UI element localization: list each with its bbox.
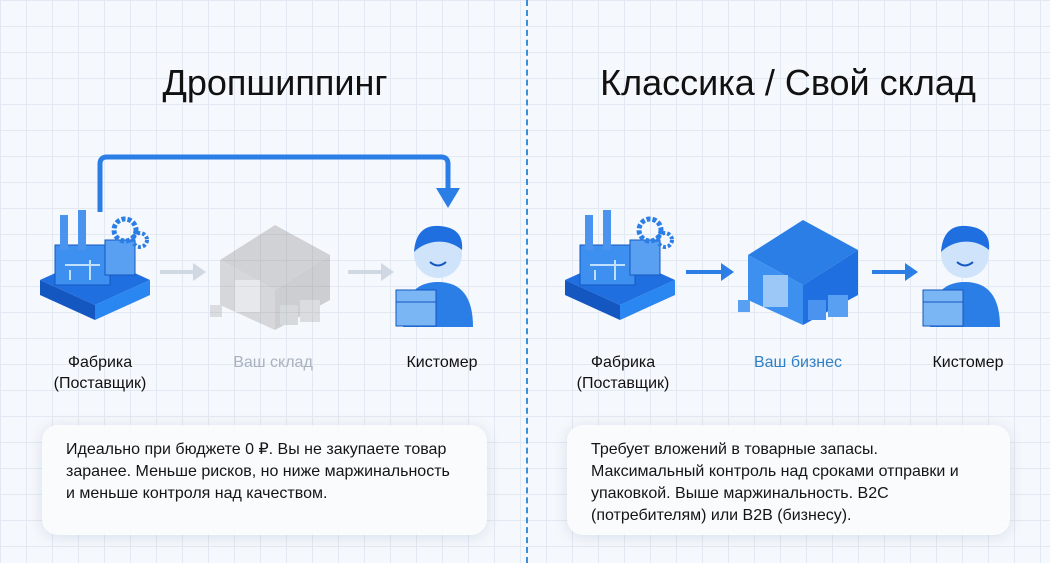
factory-label-line1: Фабрика <box>590 354 656 371</box>
dropshipping-title: Дропшиппинг <box>162 62 388 103</box>
business-label: Ваш бизнес <box>753 354 843 371</box>
warehouse-label: Ваш склад <box>233 354 313 371</box>
dropshipping-description: Идеально при бюджете 0 ₽. Вы не закупает… <box>42 425 487 535</box>
arrow-right-icon <box>160 263 206 281</box>
factory-label: Фабрика (Поставщик) <box>30 352 170 394</box>
customer-icon <box>395 224 474 328</box>
factory-label-line1: Фабрика <box>67 354 133 371</box>
classic-title: Классика / Свой склад <box>600 62 976 103</box>
section-divider <box>526 0 528 563</box>
warehouse-icon <box>738 220 858 325</box>
factory-icon <box>30 210 160 325</box>
factory-label-line2: (Поставщик) <box>53 375 147 392</box>
direct-delivery-arrow <box>97 154 460 212</box>
warehouse-ghost-icon <box>210 225 330 330</box>
customer-label: Кистомер <box>406 354 478 371</box>
arrow-right-icon <box>686 263 734 281</box>
classic-description: Требует вложений в товарные запасы. Макс… <box>567 425 1010 535</box>
arrow-right-icon <box>872 263 918 281</box>
customer-icon <box>922 224 1001 328</box>
factory-icon <box>555 210 685 325</box>
factory-label-line2: (Поставщик) <box>576 375 670 392</box>
arrow-right-icon <box>348 263 394 281</box>
factory-label: Фабрика (Поставщик) <box>553 352 693 394</box>
customer-label: Кистомер <box>932 354 1004 371</box>
